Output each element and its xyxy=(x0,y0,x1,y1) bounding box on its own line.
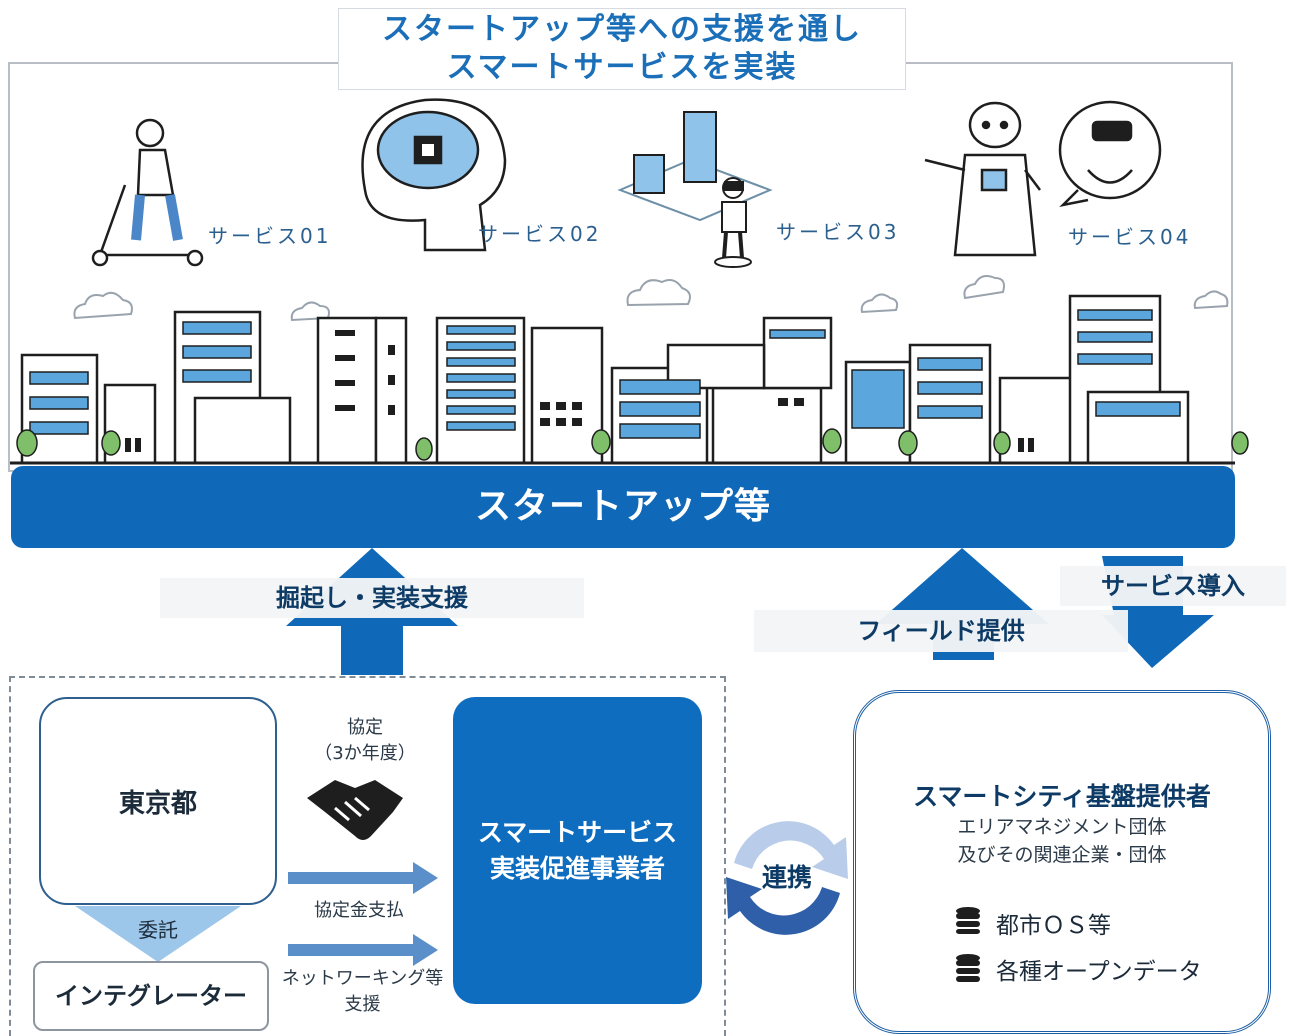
payment-arrows xyxy=(288,862,438,966)
integrator-box: インテグレーター xyxy=(33,961,269,1031)
service-label-04: サービス04 xyxy=(1068,225,1192,249)
tokyo-label: 東京都 xyxy=(118,788,197,819)
agreement-line-1: 協定 xyxy=(347,717,383,738)
urban-os-label: 都市ＯＳ等 xyxy=(996,913,1111,939)
kick-scooter-rider-icon xyxy=(91,118,204,267)
integrator-label: インテグレーター xyxy=(55,982,247,1010)
payment-arrow xyxy=(288,862,438,894)
handshake-icon xyxy=(307,780,403,840)
payment-label: 協定金支払 xyxy=(314,900,404,921)
title-line-2: スマートサービスを実装 xyxy=(446,50,798,85)
up-arrow-right xyxy=(876,548,1049,660)
networking-line-1: ネットワーキング等 xyxy=(281,968,444,989)
cloud-icons xyxy=(73,275,1229,322)
agreement-text: 協定 （3か年度） xyxy=(300,713,430,765)
networking-label: ネットワーキング等 支援 xyxy=(280,966,445,1018)
infra-sub-1: エリアマネジメント団体 xyxy=(957,816,1167,838)
service-introduction-label: サービス導入 xyxy=(1060,566,1286,606)
smart-service-promoter-box: スマートサービス 実装促進事業者 xyxy=(453,697,702,1004)
smart-service-line-1: スマートサービス xyxy=(477,817,678,847)
collaboration-label: 連携 xyxy=(761,863,812,892)
database-icon xyxy=(956,954,980,982)
tokyo-program-area xyxy=(9,676,726,1036)
agreement-line-2: （3か年度） xyxy=(314,743,416,764)
infra-title: スマートシティ基盤提供者 xyxy=(913,782,1211,811)
entrust-arrow xyxy=(75,906,241,962)
vr-smart-city-icon xyxy=(617,111,773,268)
city-illustration xyxy=(10,98,1249,465)
startups-band: スタートアップ等 xyxy=(11,466,1235,548)
field-provision-label: フィールド提供 xyxy=(754,610,1128,652)
infra-sub-2: 及びその関連企業・団体 xyxy=(957,844,1167,866)
service-label-02: サービス02 xyxy=(478,222,602,246)
service-label-01: サービス01 xyxy=(208,224,332,248)
collaboration-cycle-icon xyxy=(726,821,848,935)
service-label-03: サービス03 xyxy=(776,220,900,244)
smart-service-line-2: 実装促進事業者 xyxy=(489,853,665,883)
networking-arrow xyxy=(288,934,438,966)
database-icons xyxy=(956,907,980,982)
entrust-label: 委託 xyxy=(138,918,178,942)
database-icon xyxy=(956,907,980,934)
networking-line-2: 支援 xyxy=(344,994,381,1015)
tokyo-metropolitan-box: 東京都 xyxy=(39,697,277,905)
excavation-support-label: 掘起し・実装支援 xyxy=(160,578,584,618)
robot-vr-user-icon xyxy=(924,100,1162,257)
ai-brain-chip-icon xyxy=(361,98,507,252)
title-line-1: スタートアップ等への支援を通し xyxy=(382,12,862,47)
open-data-label: 各種オープンデータ xyxy=(996,959,1202,985)
main-title: スタートアップ等への支援を通し スマートサービスを実装 xyxy=(338,8,906,90)
